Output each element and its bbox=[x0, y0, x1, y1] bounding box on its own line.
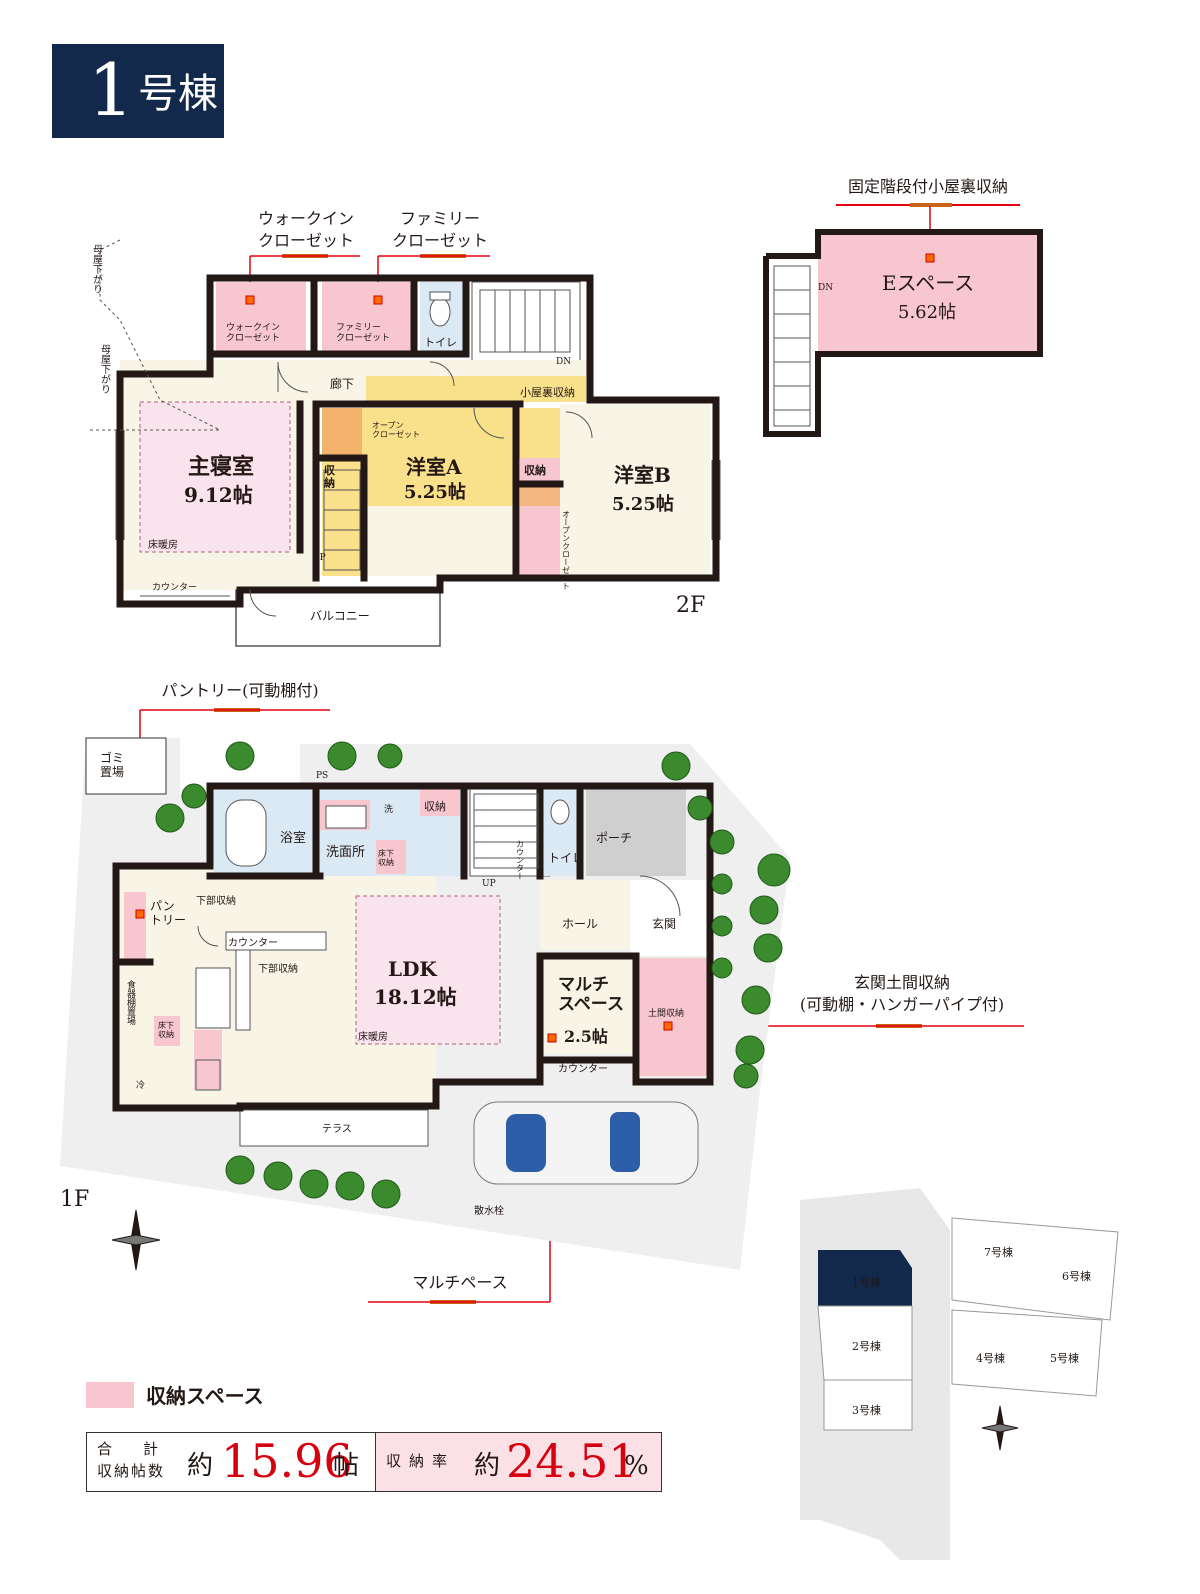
total-storage-cell: 合 計 収納帖数 約 15.96 帖 bbox=[87, 1433, 376, 1491]
storage-rate-cell: 収納率 約 24.51 % bbox=[376, 1433, 661, 1491]
site-building-1 bbox=[818, 1250, 912, 1306]
open-closet-b-label: オープンクローゼット bbox=[562, 510, 571, 590]
total-storage-unit: 帖 bbox=[333, 1451, 360, 1481]
garbage-area-label: ゴミ置場 bbox=[100, 750, 124, 779]
porch-label: ポーチ bbox=[596, 831, 632, 845]
storage-2f-label: 収納 bbox=[324, 464, 336, 490]
family-closet-label: ファミリークローゼット bbox=[336, 323, 390, 343]
stair-down-2f: DN bbox=[556, 357, 571, 367]
attic-space-size: 5.62帖 bbox=[898, 302, 956, 323]
site-plan: 1号棟 2号棟 3号棟 4号棟 5号棟 6号棟 7号棟 bbox=[800, 1188, 1119, 1560]
building-suffix: 号棟 bbox=[138, 71, 218, 117]
walkin-callout-label: ウォークイン クローゼット bbox=[257, 209, 354, 250]
faucet-label: 散水栓 bbox=[474, 1204, 504, 1217]
stair-up-2f: UP bbox=[312, 553, 326, 563]
toilet-2f-label: トイレ bbox=[424, 336, 457, 349]
stair-up-1f: UP bbox=[482, 879, 496, 889]
underfloor-storage-2-label: 床下収納 bbox=[158, 1020, 174, 1039]
open-closet-a-label: オープンクローゼット bbox=[372, 421, 420, 439]
family-callout-label: ファミリー クローゼット bbox=[391, 209, 488, 250]
first-floor-plan: ゴミ置場 PS 浴室 洗 収納 洗面所 床下収納 カウンター トイレ ポーチ U… bbox=[60, 253, 935, 1271]
washer-label: 洗 bbox=[384, 803, 393, 815]
counter-2f-label: カウンター bbox=[152, 582, 197, 593]
lower-storage-label: 下部収納 bbox=[196, 894, 236, 907]
attic-callout-tick bbox=[910, 203, 952, 207]
total-approx: 約 bbox=[187, 1451, 214, 1481]
second-floor-plan: 母屋下がり 母屋下がり 主寝室 9.12帖 床暖房 ウォークインクローゼット フ… bbox=[90, 239, 721, 647]
ps-label: PS bbox=[316, 771, 328, 781]
compass-site-icon bbox=[981, 1405, 1019, 1451]
rate-approx: 約 bbox=[474, 1451, 501, 1481]
hall-1f-label: ホール bbox=[562, 917, 598, 931]
total-label-line1: 合 計 bbox=[97, 1440, 167, 1458]
compass-1f-icon bbox=[111, 1209, 161, 1271]
master-bedroom-name: 主寝室 bbox=[188, 454, 254, 480]
multi-space-size: 2.5帖 bbox=[564, 1027, 608, 1046]
storage-b-label: 収納 bbox=[524, 463, 546, 477]
building-number: 1 bbox=[88, 48, 134, 132]
attic-space-name: Eスペース bbox=[882, 271, 974, 295]
site-label-5: 5号棟 bbox=[1050, 1351, 1079, 1365]
site-label-1: 1号棟 bbox=[852, 1275, 881, 1289]
site-label-7: 7号棟 bbox=[984, 1245, 1013, 1259]
rate-label: 収納率 bbox=[386, 1452, 456, 1470]
dish-cabinet-label: 食器棚置場 bbox=[125, 979, 136, 1026]
loft-storage-label: 小屋裏収納 bbox=[520, 385, 575, 399]
storage-rate-value: 24.51 bbox=[506, 1434, 638, 1488]
bathroom-label: 浴室 bbox=[280, 830, 306, 846]
room-b-name: 洋室B bbox=[614, 463, 671, 487]
building-title-badge: 1 号棟 bbox=[52, 44, 224, 138]
counter-multi-label: カウンター bbox=[558, 1063, 608, 1075]
room-a-size: 5.25帖 bbox=[404, 481, 466, 503]
storage-1f-label: 収納 bbox=[424, 800, 446, 813]
room-b-size: 5.25帖 bbox=[612, 493, 674, 515]
note-roof-drop-1: 母屋下がり bbox=[91, 244, 103, 294]
attic-plan: DN Eスペース 5.62帖 bbox=[763, 229, 1043, 437]
balcony-label: バルコニー bbox=[310, 609, 370, 623]
pantry-label: パントリー bbox=[150, 899, 186, 927]
multi-space-name: マルチスペース bbox=[558, 975, 624, 1015]
kitchen-counter-label: カウンター bbox=[228, 937, 278, 949]
lower-storage-2-label: 下部収納 bbox=[258, 962, 298, 975]
storage-rate-unit: % bbox=[624, 1451, 649, 1481]
note-roof-drop-2: 母屋下がり bbox=[99, 344, 111, 394]
genkan-storage-callout-label: 玄関土間収納 (可動棚・ハンガーパイプ付) bbox=[799, 973, 1005, 1014]
site-label-6: 6号棟 bbox=[1062, 1269, 1091, 1283]
attic-callout-label: 固定階段付小屋裏収納 bbox=[847, 177, 1008, 196]
doma-storage-label: 土間収納 bbox=[648, 1007, 684, 1019]
storage-legend-swatch bbox=[86, 1382, 134, 1408]
ldk-name: LDK bbox=[388, 957, 437, 981]
total-storage-value: 15.96 bbox=[221, 1434, 353, 1488]
storage-stats-box: 合 計 収納帖数 約 15.96 帖 収納率 約 24.51 % bbox=[86, 1432, 662, 1492]
master-bedroom-size: 9.12帖 bbox=[184, 483, 253, 507]
master-floor-heating: 床暖房 bbox=[148, 538, 178, 551]
ldk-floor-heating: 床暖房 bbox=[358, 1030, 388, 1043]
ldk-size: 18.12帖 bbox=[374, 985, 457, 1009]
hallway-label: 廊下 bbox=[330, 376, 354, 391]
attic-stair-down: DN bbox=[818, 283, 833, 293]
entrance-label: 玄関 bbox=[652, 916, 676, 931]
storage-legend-label: 収納スペース bbox=[146, 1384, 264, 1408]
toilet-1f-label: トイレ bbox=[548, 851, 584, 865]
walkin-closet-label: ウォークインクローゼット bbox=[226, 322, 280, 343]
site-label-2: 2号棟 bbox=[852, 1339, 881, 1353]
floor-2f-label: 2F bbox=[676, 593, 705, 618]
site-label-4: 4号棟 bbox=[976, 1351, 1005, 1365]
counter-1f-label: カウンター bbox=[516, 840, 525, 880]
room-a-name: 洋室A bbox=[406, 455, 462, 479]
pantry-callout-label: パントリー(可動棚付) bbox=[161, 681, 319, 700]
underfloor-storage-label: 床下収納 bbox=[378, 848, 394, 867]
total-label-line2: 収納帖数 bbox=[97, 1462, 166, 1480]
terrace-label: テラス bbox=[322, 1123, 352, 1135]
site-label-3: 3号棟 bbox=[852, 1403, 881, 1417]
floor-1f-label: 1F bbox=[60, 1187, 89, 1212]
fridge-label: 冷 bbox=[136, 1079, 145, 1091]
washroom-label: 洗面所 bbox=[326, 845, 365, 860]
multi-callout-label: マルチペース bbox=[412, 1273, 508, 1292]
